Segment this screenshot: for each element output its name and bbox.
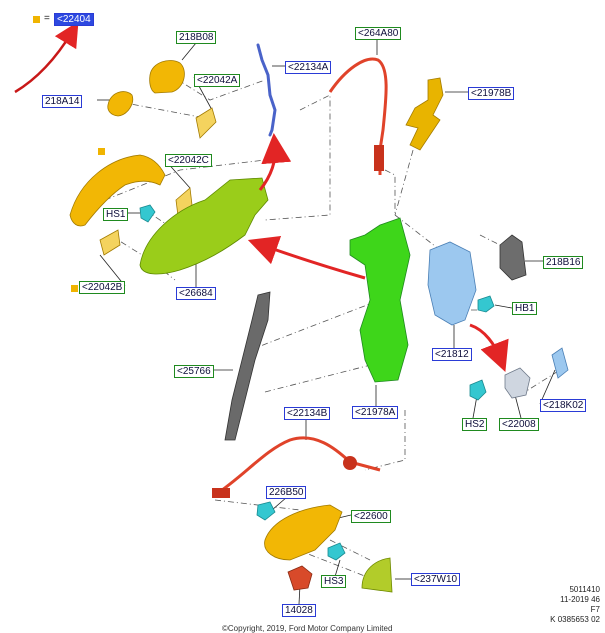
bezel-218B08[interactable] [149,60,185,94]
gasket-22042B[interactable] [99,229,121,256]
callout-21978A[interactable]: <21978A [352,406,399,419]
bracket-21978B[interactable] [405,77,444,151]
screw-HS3[interactable] [327,542,346,561]
cable-22134B-end [212,488,230,498]
cap-218A14[interactable] [107,91,134,117]
footer-line-2: 11-2019 46 [560,595,600,604]
handle-marker-square [98,148,105,155]
cover-237W10[interactable] [361,557,393,593]
callout-21812[interactable]: <21812 [432,348,472,361]
callout-26684[interactable]: <26684 [176,287,216,300]
gasket-22042A[interactable] [195,107,217,139]
seal-25766[interactable] [224,291,271,441]
callout-218B16[interactable]: 218B16 [543,256,584,269]
callout-HS2[interactable]: HS2 [462,418,488,431]
handle-carrier-26684[interactable] [139,177,269,275]
cable-22134B-clip [343,456,357,470]
footer-line-3: F7 [590,605,600,614]
callout-22042B-marker [71,285,78,292]
callout-218B08[interactable]: 218B08 [176,31,217,44]
bracket-21978A[interactable] [349,217,411,383]
callout-21978B[interactable]: <21978B [468,87,515,100]
legend-code-selected[interactable]: <22404 [54,13,94,26]
footer-line-1: 5011410 [569,585,600,594]
callout-22042C[interactable]: <22042C [165,154,212,167]
callout-22008[interactable]: <22008 [499,418,539,431]
striker-22008[interactable] [504,367,531,399]
legend-arrow [14,21,79,94]
connector-14028[interactable] [287,565,313,591]
callout-22042B[interactable]: <22042B [79,281,126,294]
callout-HS1[interactable]: HS1 [103,208,129,221]
callout-218A14[interactable]: 218A14 [42,95,83,108]
direction-arrows [247,133,509,372]
callout-25766[interactable]: <25766 [174,365,214,378]
bolt-HS2[interactable] [469,379,487,401]
plate-218B16[interactable] [499,234,527,281]
copyright-text: ©Copyright, 2019, Ford Motor Company Lim… [222,624,393,633]
footer-line-4: K 0385653 02 [550,615,600,624]
callout-22134A[interactable]: <22134A [285,61,332,74]
callout-218K02[interactable]: <218K02 [540,399,587,412]
footer-block: 5011410 11-2019 46 F7 K 0385653 02 [540,585,600,625]
clip-226B50[interactable] [256,501,276,521]
cable-264A80[interactable] [328,57,388,175]
actuator-rod-22134A[interactable] [256,43,277,137]
callout-22042A[interactable]: <22042A [194,74,241,87]
clip-HS1[interactable] [139,204,156,223]
legend-equals: = [44,13,50,24]
outside-handle[interactable] [69,154,166,227]
callout-237W10[interactable]: <237W10 [411,573,461,586]
callout-22600[interactable]: <22600 [351,510,391,523]
cable-22134B[interactable] [214,436,381,497]
inside-handle-22600[interactable] [264,504,343,561]
callout-HS3[interactable]: HS3 [321,575,347,588]
cable-264A80-end [374,145,384,171]
callout-HB1[interactable]: HB1 [512,302,538,315]
latch-21812[interactable] [427,241,477,326]
callout-14028[interactable]: 14028 [282,604,316,617]
plate-218K02[interactable] [551,347,569,379]
bolt-HB1[interactable] [477,295,495,313]
legend-color-square [33,16,40,23]
callout-264A80[interactable]: <264A80 [355,27,402,40]
callout-22134B[interactable]: <22134B [284,407,331,420]
callout-226B50[interactable]: 226B50 [266,486,307,499]
